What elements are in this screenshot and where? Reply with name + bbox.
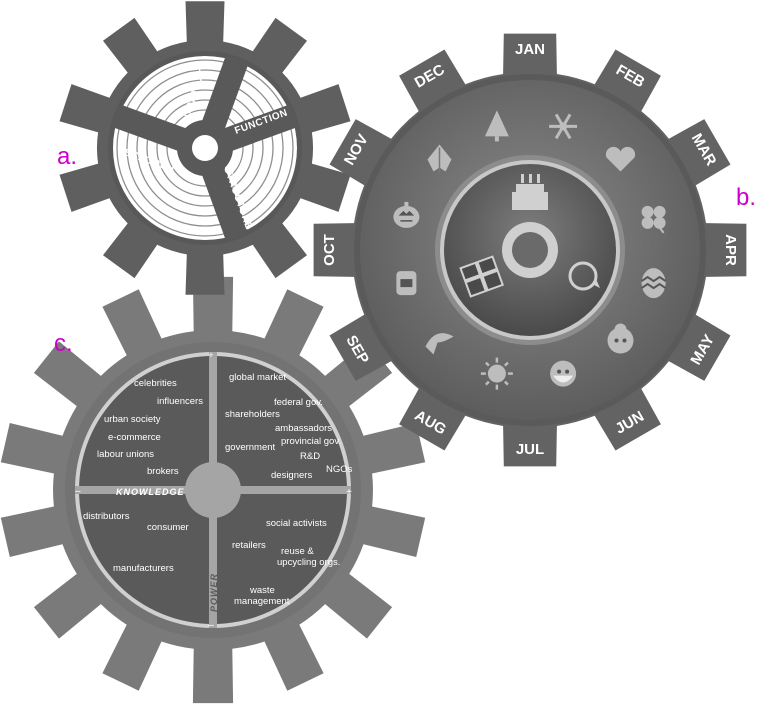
gear-a-ring-arc	[146, 89, 264, 207]
gear-a-ring-arc	[116, 59, 294, 237]
actor-e-commerce: e-commerce	[108, 432, 161, 443]
power-minus-sign: –	[208, 620, 214, 631]
month-apr: APR	[722, 234, 739, 266]
knowledge-axis-label: KNOWLEDGE	[116, 487, 185, 497]
actor-shareholders: shareholders	[225, 409, 280, 420]
gear-b-hole	[512, 232, 548, 268]
actor-waste: waste	[249, 585, 275, 596]
actor-provincial-gov: provincial gov.	[281, 436, 341, 447]
actor-global-market: global market	[229, 372, 286, 383]
gear-a-ring-arc	[136, 79, 274, 217]
power-plus-sign: +	[208, 350, 213, 360]
month-jan: JAN	[515, 41, 545, 58]
grandma-icon	[607, 323, 634, 354]
heart-icon	[605, 146, 636, 172]
month-icons	[393, 110, 667, 390]
actor-urban-society: urban society	[104, 414, 161, 425]
actor-designers: designers	[271, 470, 312, 481]
backpack-icon	[396, 271, 417, 296]
gear-c-hub	[185, 462, 241, 518]
pumpkin-icon	[393, 201, 420, 228]
grandpa-icon	[550, 360, 577, 387]
gear-a: CONTEXT FUNCTION STRUCTURE PROCESS	[59, 1, 351, 295]
month-oct: OCT	[321, 234, 338, 266]
birthday-cake-icon	[512, 174, 548, 210]
gear-a-ring-arc	[166, 109, 244, 187]
easter-egg-icon	[641, 268, 667, 299]
panel-label-a: a.	[57, 143, 77, 170]
actor-ambassadors: ambassadors	[275, 423, 332, 434]
actor-brokers: brokers	[147, 466, 179, 477]
knowledge-minus-sign: –	[75, 486, 81, 497]
power-axis-label: POWER	[209, 573, 219, 612]
gear-c: + – – + KNOWLEDGE POWER celebrities infl…	[0, 276, 426, 704]
actor-federal-gov: federal gov.	[274, 397, 323, 408]
actor-ngos: NGOs	[326, 464, 353, 475]
leaf-icon	[427, 144, 452, 174]
actor-consumer: consumer	[147, 522, 189, 533]
gear-a-ring-arc	[126, 69, 284, 227]
tree-icon	[484, 110, 509, 142]
actor-retailers: retailers	[232, 540, 266, 551]
actor-labour-unions: labour unions	[97, 449, 154, 460]
month-jul: JUL	[516, 441, 544, 458]
panel-label-c: c.	[54, 330, 73, 357]
panel-label-b: b.	[736, 184, 756, 211]
actor-distributors: distributors	[83, 511, 130, 522]
cycle-icon	[568, 261, 600, 291]
actor-reuse: reuse &	[281, 546, 314, 557]
gear-a-rings	[116, 59, 294, 237]
actor-government: government	[225, 442, 276, 453]
sun-icon	[480, 357, 513, 390]
actor-social-activists: social activists	[266, 518, 327, 529]
actor-management: management	[234, 596, 290, 607]
actor-manufacturers: manufacturers	[113, 563, 174, 574]
snowflake-icon	[549, 113, 578, 140]
actor-upcycling-orgs: upcycling orgs.	[277, 557, 340, 568]
gear-a-hole	[192, 135, 218, 161]
actor-celebrities: celebrities	[134, 378, 177, 389]
gift-icon	[459, 255, 505, 298]
parrot-icon	[425, 333, 454, 355]
gear-a-ring-arc	[156, 99, 254, 197]
actor-influencers: influencers	[157, 396, 203, 407]
clover-icon	[641, 205, 666, 234]
actor-r-and-d: R&D	[300, 451, 320, 462]
knowledge-plus-sign: +	[346, 487, 352, 498]
